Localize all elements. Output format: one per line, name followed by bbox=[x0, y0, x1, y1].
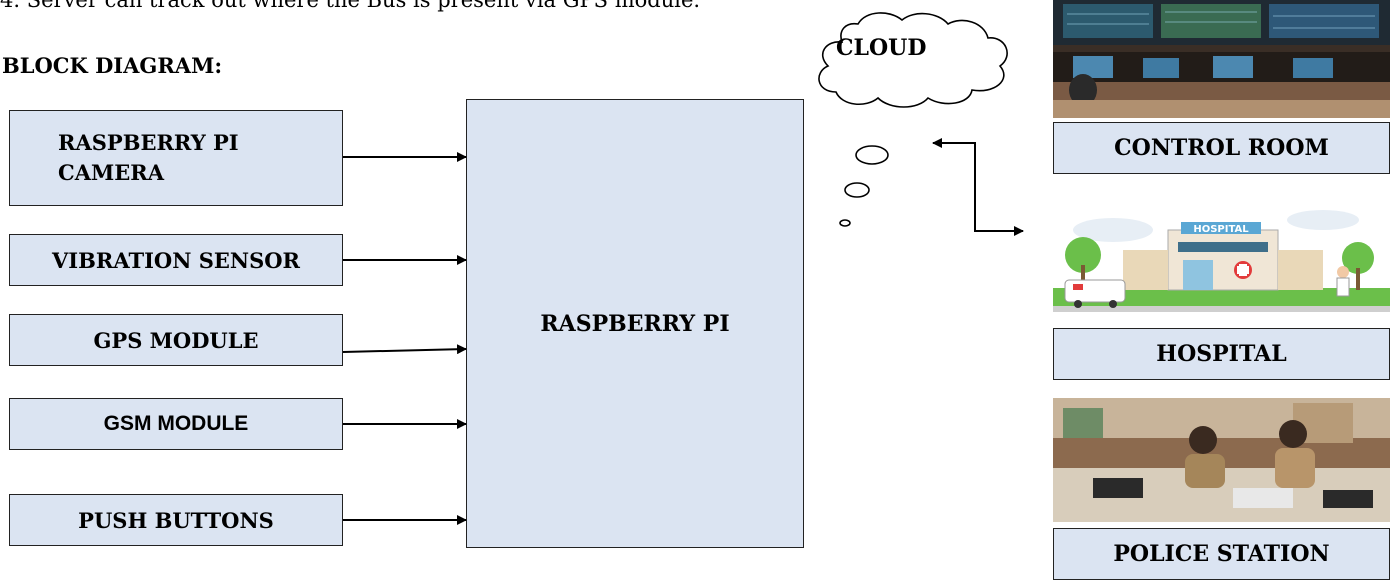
cloud-bubble-medium bbox=[844, 182, 870, 198]
input-box-camera: RASPBERRY PI CAMERA bbox=[9, 110, 343, 206]
output-label: CONTROL ROOM bbox=[1114, 135, 1329, 161]
output-box-hospital: HOSPITAL bbox=[1053, 328, 1390, 380]
arrow-cloud-outputs bbox=[932, 138, 1024, 236]
input-label: PUSH BUTTONS bbox=[78, 507, 274, 533]
input-box-push-buttons: PUSH BUTTONS bbox=[9, 494, 343, 546]
arrow-gps-to-pi bbox=[342, 344, 467, 355]
police-station-photo bbox=[1053, 398, 1390, 522]
hospital-sign-text: HOSPITAL bbox=[1193, 224, 1249, 235]
processor-box: RASPBERRY PI bbox=[466, 99, 804, 548]
input-label: GPS MODULE bbox=[93, 327, 259, 353]
processor-label: RASPBERRY PI bbox=[540, 310, 730, 337]
output-box-police-station: POLICE STATION bbox=[1053, 528, 1390, 580]
cloud-label: CLOUD bbox=[836, 35, 927, 61]
document-text-line: 4. Server can track out where the Bus is… bbox=[0, 0, 701, 12]
input-label: VIBRATION SENSOR bbox=[52, 247, 300, 273]
output-box-control-room: CONTROL ROOM bbox=[1053, 122, 1390, 174]
input-box-gsm-module: GSM MODULE bbox=[9, 398, 343, 450]
control-room-photo bbox=[1053, 0, 1390, 118]
cloud-bubble-large bbox=[855, 145, 889, 165]
cloud-bubble-small bbox=[839, 219, 851, 227]
output-label: POLICE STATION bbox=[1113, 541, 1330, 567]
input-label: GSM MODULE bbox=[103, 412, 249, 435]
cloud-shape bbox=[818, 12, 1008, 108]
output-label: HOSPITAL bbox=[1156, 341, 1287, 367]
section-heading: BLOCK DIAGRAM: bbox=[2, 53, 223, 78]
camera-label-line2: CAMERA bbox=[58, 160, 165, 185]
input-box-gps-module: GPS MODULE bbox=[9, 314, 343, 366]
camera-label-line1: RASPBERRY PI bbox=[58, 130, 239, 155]
hospital-illustration: HOSPITAL bbox=[1053, 200, 1390, 320]
input-box-vibration-sensor: VIBRATION SENSOR bbox=[9, 234, 343, 286]
